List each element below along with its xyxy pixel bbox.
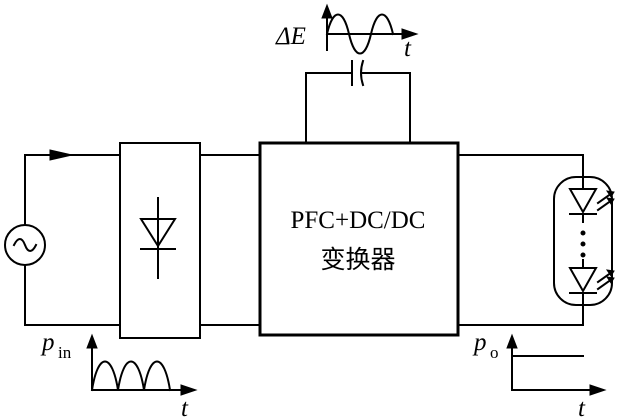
output-power-waveform: p o t [472, 329, 607, 419]
delta-e-time-label: t [404, 35, 412, 62]
wiring [24, 154, 584, 326]
ac-source [4, 224, 46, 266]
led-diode-top-triangle-icon [568, 188, 598, 215]
input-power-axis-y-arrow-icon [86, 333, 98, 349]
output-power-subscript: o [490, 343, 499, 362]
delta-e-axis-t-arrow-icon [401, 28, 419, 40]
output-power-axis-t-arrow-icon [589, 384, 607, 396]
capacitor-plate-right-icon [360, 59, 365, 87]
input-current-arrow-icon [49, 149, 73, 161]
delta-e-waveform: ΔE t [275, 3, 419, 62]
input-power-wave [90, 360, 172, 392]
input-power-symbol: p [40, 329, 55, 356]
led-string [553, 176, 615, 306]
input-power-subscript: in [58, 343, 72, 362]
light-ray-arrowhead-icon [605, 197, 615, 205]
delta-e-label: ΔE [275, 23, 306, 50]
converter-label-line1: PFC+DC/DC [291, 207, 426, 234]
input-power-axis-t-arrow-icon [180, 384, 198, 396]
output-power-time-label: t [578, 395, 586, 419]
delta-e-wave [325, 13, 395, 55]
ellipsis-dot [580, 252, 586, 258]
converter-box [258, 141, 460, 337]
input-power-waveform: p in t [40, 329, 198, 419]
delta-e-axis-y-arrow-icon [321, 3, 333, 19]
light-ray-arrowhead-icon [605, 269, 615, 277]
sine-wave-icon [12, 238, 38, 252]
output-power-symbol: p [472, 329, 487, 356]
led-diode-bottom-triangle-icon [568, 267, 598, 294]
storage-capacitor [305, 59, 411, 144]
rectifier [119, 142, 201, 339]
converter-label-line2: 变换器 [320, 245, 395, 274]
ac-source-circle [4, 224, 46, 266]
diode-triangle-icon [139, 218, 177, 248]
light-ray-arrowhead-icon [605, 276, 615, 284]
ellipsis-dot [580, 230, 586, 236]
light-ray-arrowhead-icon [605, 190, 615, 198]
rectifier-box [119, 142, 201, 339]
ellipsis-dot [580, 241, 586, 247]
output-power-axis-y-arrow-icon [506, 333, 518, 349]
converter: PFC+DC/DC 变换器 [258, 141, 460, 337]
input-power-time-label: t [181, 395, 189, 419]
